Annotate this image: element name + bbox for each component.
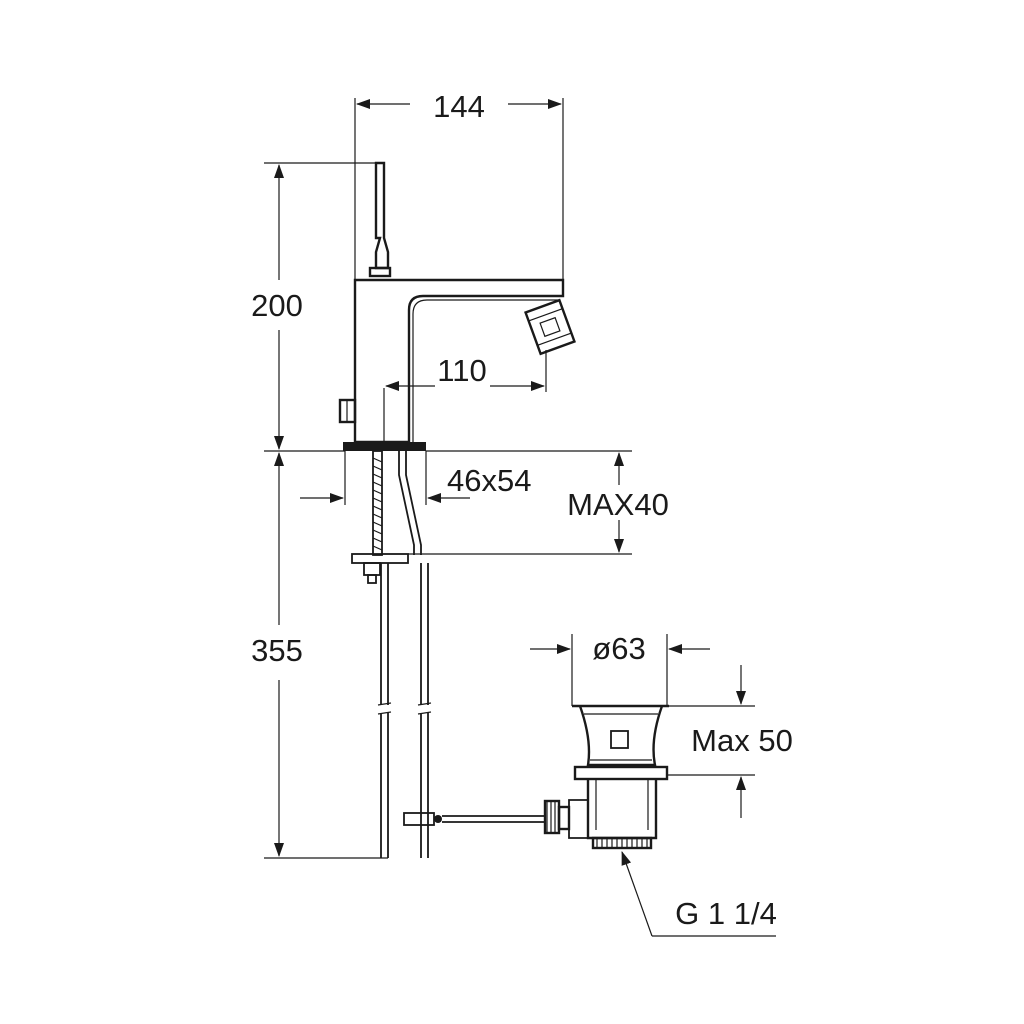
label-deck-thickness: MAX40 bbox=[567, 487, 669, 522]
aerator bbox=[524, 298, 576, 356]
popup-stopper bbox=[610, 730, 629, 749]
lever-base bbox=[368, 266, 392, 278]
faucet-body bbox=[338, 161, 576, 451]
label-waste-diameter: ø63 bbox=[592, 631, 645, 666]
label-base: 46x54 bbox=[447, 463, 531, 498]
waste-valve bbox=[572, 704, 669, 850]
below-deck-assembly bbox=[351, 450, 589, 858]
label-tail-length: 355 bbox=[251, 633, 303, 668]
base-flange bbox=[343, 442, 426, 451]
waste-flange bbox=[573, 765, 669, 781]
dimension-lines bbox=[264, 98, 776, 937]
spout-body bbox=[353, 278, 565, 444]
label-height: 200 bbox=[251, 288, 303, 323]
threaded-rod bbox=[372, 450, 383, 556]
label-reach: 144 bbox=[433, 89, 485, 124]
rod-clamp bbox=[403, 812, 435, 826]
mounting-nut bbox=[363, 562, 381, 576]
label-spout-offset: 110 bbox=[437, 353, 486, 388]
label-waste-max: Max 50 bbox=[691, 723, 793, 758]
label-thread: G 1 1/4 bbox=[675, 896, 777, 931]
lever-handle bbox=[374, 161, 390, 270]
